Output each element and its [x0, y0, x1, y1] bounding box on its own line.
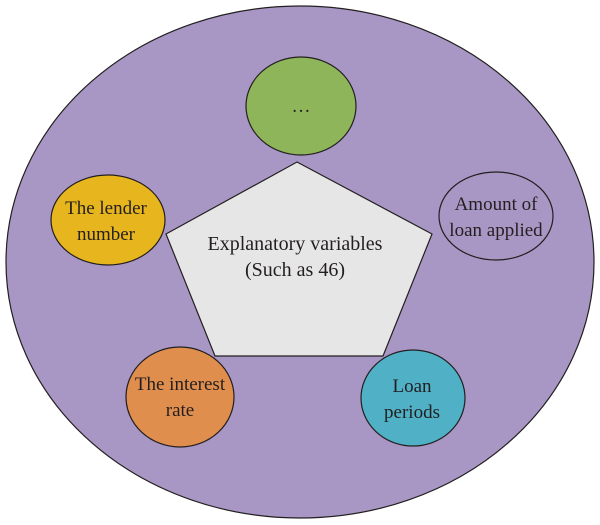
node-lender-label-line1: The lender: [65, 198, 147, 219]
node-lender-number: [50, 174, 166, 266]
node-periods-label-line2: periods: [384, 402, 440, 423]
node-ellipsis-label: …: [292, 96, 311, 117]
center-pentagon: [165, 161, 433, 357]
node-interest-label-line1: The interest: [135, 374, 226, 395]
center-label-line1: Explanatory variables: [208, 233, 383, 255]
center-label-line2: (Such as 46): [245, 259, 345, 281]
node-amount-of-loan: [438, 171, 554, 261]
node-ellipsis: [245, 56, 357, 156]
node-interest-rate: [125, 346, 235, 448]
node-interest-label-line2: rate: [166, 400, 194, 421]
node-loan-periods: [360, 349, 466, 447]
node-amount-label-line2: loan applied: [449, 220, 543, 241]
node-lender-label-line2: number: [77, 224, 136, 245]
node-periods-label-line1: Loan: [392, 376, 432, 397]
node-amount-label-line1: Amount of: [455, 194, 539, 215]
